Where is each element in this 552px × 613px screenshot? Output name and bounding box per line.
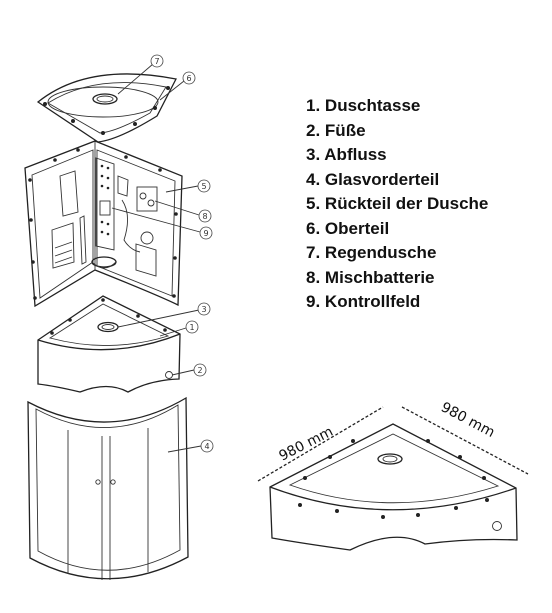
drain	[97, 321, 119, 333]
part-number: 6.	[306, 218, 321, 238]
part-label: Duschtasse	[324, 96, 421, 115]
callout-1: 1	[189, 323, 194, 332]
part-number: 1.	[306, 96, 321, 115]
rain-shower-head	[92, 93, 118, 105]
parts-list: 1. Duschtasse 2. Füße 3. Abfluss 4. Glas…	[306, 94, 488, 315]
callout-4: 4	[204, 442, 209, 451]
callout-9: 9	[203, 229, 208, 238]
part-label: Rückteil der Dusche	[324, 194, 489, 213]
back-panel	[24, 140, 183, 308]
part-label: Kontrollfeld	[324, 292, 421, 311]
tray-dimension-view: 980 mm 980 mm	[257, 399, 529, 551]
control-panel	[95, 157, 115, 251]
part-label: Mischbatterie	[324, 267, 435, 287]
dimension-line-left	[257, 406, 384, 482]
callout-6: 6	[186, 74, 191, 83]
top-cover	[36, 73, 177, 143]
parts-list-item: 9. Kontrollfeld	[306, 290, 488, 315]
part-number: 7.	[306, 243, 321, 262]
parts-list-item: 5. Rückteil der Dusche	[306, 192, 488, 217]
shower-tray	[37, 295, 181, 393]
parts-list-item: 2. Füße	[306, 119, 488, 144]
part-number: 4.	[306, 169, 321, 189]
parts-list-item: 1. Duschtasse	[306, 94, 488, 119]
part-number: 8.	[306, 267, 321, 287]
parts-list-item: 6. Oberteil	[306, 217, 488, 242]
part-number: 2.	[306, 120, 321, 140]
parts-list-item: 4. Glasvorderteil	[306, 168, 488, 193]
callout-8: 8	[202, 212, 207, 221]
part-number: 3.	[306, 145, 321, 164]
callout-2: 2	[197, 366, 202, 375]
parts-list-item: 8. Mischbatterie	[306, 266, 488, 291]
callout-5: 5	[201, 182, 206, 191]
callouts: 7 6 5 8 9 3 1 2 4	[111, 54, 214, 453]
dimension-right-label: 980 mm	[438, 399, 497, 441]
part-label: Glasvorderteil	[324, 169, 440, 189]
part-label: Oberteil	[324, 218, 390, 238]
mixer-tap	[136, 186, 158, 212]
part-number: 9.	[306, 292, 321, 311]
parts-list-item: 7. Regendusche	[306, 241, 488, 266]
glass-front	[27, 396, 189, 580]
part-label: Füße	[324, 120, 366, 140]
part-number: 5.	[306, 194, 321, 213]
callout-7: 7	[154, 57, 159, 66]
part-label: Regendusche	[324, 243, 437, 262]
dimension-line-right	[401, 406, 529, 475]
callout-3: 3	[201, 305, 206, 314]
parts-list-item: 3. Abfluss	[306, 143, 488, 168]
part-label: Abfluss	[324, 145, 387, 164]
